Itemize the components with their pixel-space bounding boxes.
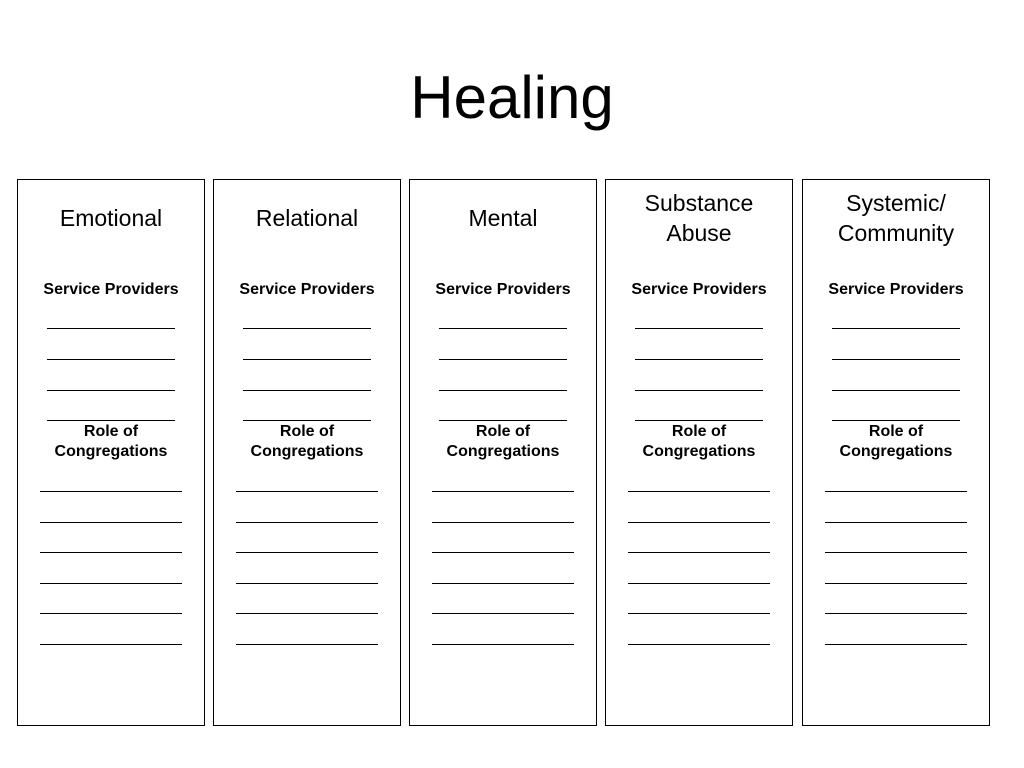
column-heading: Systemic/ Community — [837, 190, 955, 246]
slide-title: Healing — [410, 64, 614, 131]
role-blank — [628, 491, 770, 492]
column-heading: Mental — [468, 205, 538, 231]
service-provider-blank — [47, 420, 175, 421]
role-of-congregations-label: Role of Congregations — [446, 423, 560, 460]
role-blank — [236, 613, 378, 614]
role-blank — [40, 644, 182, 645]
role-blank — [825, 552, 967, 553]
column-emotional: Emotional Service Providers Role of Cong… — [17, 179, 205, 726]
service-provider-blank — [439, 390, 567, 391]
service-provider-blank — [635, 359, 763, 360]
service-provider-blank — [243, 328, 371, 329]
service-provider-blank — [243, 359, 371, 360]
role-blank — [40, 552, 182, 553]
role-blank — [628, 522, 770, 523]
service-provider-blank — [47, 328, 175, 329]
role-blank — [825, 644, 967, 645]
column-heading: Emotional — [59, 205, 163, 231]
service-provider-blank — [832, 420, 960, 421]
service-providers-label: Service Providers — [43, 281, 179, 298]
column-relational: Relational Service Providers Role of Con… — [213, 179, 401, 726]
role-blank — [628, 613, 770, 614]
role-of-congregations-label: Role of Congregations — [839, 423, 953, 460]
column-heading: Substance Abuse — [644, 190, 754, 246]
role-of-congregations-label: Role of Congregations — [54, 423, 168, 460]
service-providers-label: Service Providers — [435, 281, 571, 298]
role-blank — [432, 613, 574, 614]
service-provider-blank — [243, 390, 371, 391]
service-provider-blank — [635, 328, 763, 329]
category-columns: Emotional Service Providers Role of Cong… — [17, 179, 992, 726]
service-provider-blank — [439, 328, 567, 329]
role-blank — [825, 583, 967, 584]
service-providers-label: Service Providers — [828, 281, 964, 298]
service-provider-blank — [635, 390, 763, 391]
role-blank — [628, 583, 770, 584]
column-systemic-community: Systemic/ Community Service Providers Ro… — [802, 179, 990, 726]
service-provider-blank — [832, 328, 960, 329]
service-provider-blank — [832, 390, 960, 391]
column-heading: Relational — [255, 205, 359, 231]
role-blank — [236, 552, 378, 553]
column-substance-abuse: Substance Abuse Service Providers Role o… — [605, 179, 793, 726]
role-blank — [825, 522, 967, 523]
role-blank — [236, 583, 378, 584]
role-blank — [432, 522, 574, 523]
service-provider-blank — [47, 390, 175, 391]
service-provider-blank — [832, 359, 960, 360]
service-provider-blank — [243, 420, 371, 421]
service-provider-blank — [439, 359, 567, 360]
role-blank — [432, 552, 574, 553]
role-blank — [432, 644, 574, 645]
service-provider-blank — [47, 359, 175, 360]
role-blank — [432, 583, 574, 584]
role-blank — [628, 552, 770, 553]
role-blank — [236, 491, 378, 492]
role-blank — [432, 491, 574, 492]
role-blank — [825, 613, 967, 614]
role-blank — [628, 644, 770, 645]
role-blank — [236, 644, 378, 645]
role-blank — [40, 522, 182, 523]
role-blank — [40, 491, 182, 492]
column-mental: Mental Service Providers Role of Congreg… — [409, 179, 597, 726]
service-providers-label: Service Providers — [631, 281, 767, 298]
role-blank — [825, 491, 967, 492]
service-provider-blank — [635, 420, 763, 421]
role-of-congregations-label: Role of Congregations — [250, 423, 364, 460]
service-providers-label: Service Providers — [239, 281, 375, 298]
role-blank — [40, 613, 182, 614]
service-provider-blank — [439, 420, 567, 421]
role-blank — [236, 522, 378, 523]
role-blank — [40, 583, 182, 584]
role-of-congregations-label: Role of Congregations — [642, 423, 756, 460]
